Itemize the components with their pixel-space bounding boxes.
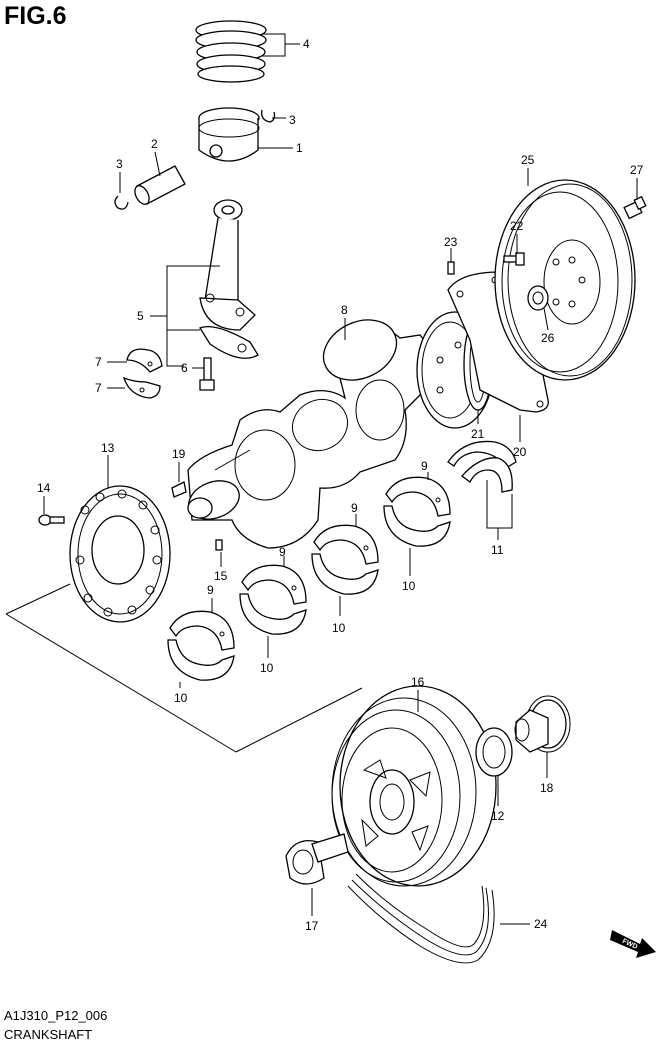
dowel-pin[interactable] bbox=[215, 539, 223, 551]
sensor-plate[interactable] bbox=[69, 485, 171, 623]
rod-bolt[interactable] bbox=[199, 357, 215, 391]
callout-9-c: 9 bbox=[351, 501, 358, 515]
callout-19: 19 bbox=[172, 447, 186, 461]
piston-pin[interactable] bbox=[132, 165, 186, 207]
callout-16: 16 bbox=[411, 675, 425, 689]
circlip-upper[interactable] bbox=[261, 109, 276, 123]
callout-2-leader bbox=[154, 151, 161, 177]
v-belt[interactable] bbox=[347, 873, 495, 964]
callout-26-leader bbox=[543, 307, 549, 331]
callout-4-leader bbox=[262, 33, 300, 57]
piston[interactable] bbox=[198, 107, 260, 162]
callout-4: 4 bbox=[303, 37, 310, 51]
callout-21: 21 bbox=[471, 427, 485, 441]
callout-15: 15 bbox=[214, 569, 228, 583]
main-bearing-lower-3[interactable] bbox=[311, 553, 379, 595]
callout-23: 23 bbox=[444, 235, 458, 249]
callout-24: 24 bbox=[534, 917, 548, 931]
callout-27: 27 bbox=[630, 163, 644, 177]
crankshaft[interactable] bbox=[183, 309, 441, 549]
flywheel-bolt[interactable] bbox=[503, 252, 525, 266]
main-bearing-lower-1[interactable] bbox=[167, 639, 235, 681]
callout-10-a: 10 bbox=[402, 579, 416, 593]
housing-dowel[interactable] bbox=[447, 261, 455, 275]
callout-14: 14 bbox=[37, 481, 51, 495]
figure-code: A1J310_P12_006 bbox=[4, 1008, 108, 1023]
pilot-bushing[interactable] bbox=[527, 285, 549, 311]
flywheel[interactable] bbox=[494, 179, 636, 381]
piston-rings[interactable] bbox=[195, 20, 267, 83]
rod-bearing-lower[interactable] bbox=[122, 376, 161, 399]
callout-8: 8 bbox=[341, 303, 348, 317]
callout-22: 22 bbox=[510, 219, 524, 233]
woodruff-key[interactable] bbox=[171, 481, 187, 498]
callout-25: 25 bbox=[521, 153, 535, 167]
main-bearing-upper-1[interactable] bbox=[169, 610, 235, 651]
callout-7-lower: 7 bbox=[95, 381, 102, 395]
connecting-rod[interactable] bbox=[199, 199, 256, 331]
callout-9-d: 9 bbox=[279, 545, 286, 559]
callout-2: 2 bbox=[151, 137, 158, 151]
callout-1: 1 bbox=[296, 141, 303, 155]
timing-sprocket[interactable] bbox=[514, 695, 571, 753]
rod-bearing-upper[interactable] bbox=[126, 348, 163, 373]
flywheel-outer-bolt[interactable] bbox=[623, 195, 647, 220]
callout-7-upper: 7 bbox=[95, 355, 102, 369]
main-bearing-lower-2[interactable] bbox=[239, 593, 307, 635]
figure-title: FIG.6 bbox=[4, 2, 67, 30]
callout-3-lower: 3 bbox=[116, 157, 123, 171]
callout-9-a: 9 bbox=[421, 459, 428, 473]
main-bearing-upper-4[interactable] bbox=[385, 476, 451, 517]
main-bearing-lower-4[interactable] bbox=[383, 505, 451, 547]
callout-3-upper: 3 bbox=[289, 113, 296, 127]
callout-10-c: 10 bbox=[332, 621, 346, 635]
callout-12: 12 bbox=[491, 809, 505, 823]
main-bearing-upper-3[interactable] bbox=[313, 524, 379, 565]
callout-10-d: 10 bbox=[260, 661, 274, 675]
callout-9-e: 9 bbox=[207, 583, 214, 597]
connecting-rod-cap[interactable] bbox=[199, 325, 259, 359]
assembly-outline bbox=[5, 583, 363, 753]
circlip-lower[interactable] bbox=[114, 195, 129, 210]
crank-pulley[interactable] bbox=[331, 685, 497, 887]
pulley-bolt[interactable] bbox=[285, 833, 349, 885]
callout-6: 6 bbox=[181, 361, 188, 375]
figure-name: CRANKSHAFT bbox=[4, 1027, 93, 1042]
callout-18: 18 bbox=[540, 781, 554, 795]
callout-20: 20 bbox=[513, 445, 527, 459]
callout-11: 11 bbox=[491, 543, 504, 557]
callout-26: 26 bbox=[541, 331, 555, 345]
callout-17: 17 bbox=[305, 919, 319, 933]
fwd-arrow-label: FWD bbox=[621, 938, 638, 951]
callout-13: 13 bbox=[101, 441, 115, 455]
callout-10-e: 10 bbox=[174, 691, 188, 705]
front-oil-seal[interactable] bbox=[475, 727, 513, 777]
thrust-bearing-lower[interactable] bbox=[461, 457, 513, 493]
callout-11-bracket bbox=[486, 480, 513, 529]
plate-screw[interactable] bbox=[38, 514, 65, 526]
main-bearing-upper-2[interactable] bbox=[241, 564, 307, 605]
fwd-arrow-icon: FWD bbox=[610, 930, 656, 958]
callout-5: 5 bbox=[137, 309, 144, 323]
